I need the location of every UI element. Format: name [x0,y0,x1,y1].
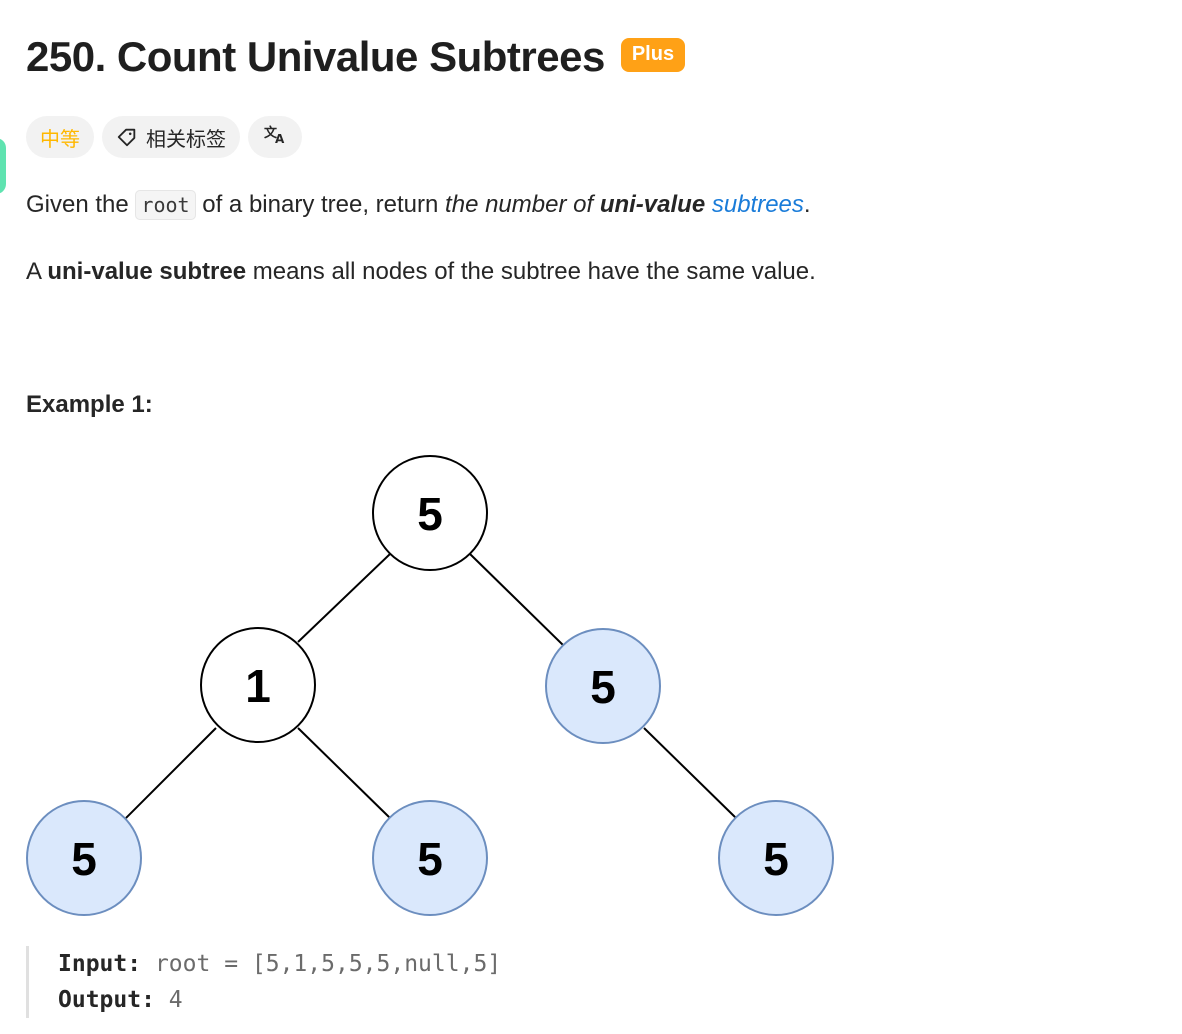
tree-node-circle [26,800,142,916]
tree-node-label: 5 [417,488,443,540]
tree-edges [125,553,737,819]
tree-node-n4: 5 [26,800,142,916]
edge-n2-n4 [125,727,217,819]
tree-node-label: 5 [417,833,443,885]
tree-node-circle [200,627,316,743]
input-value: root = [5,1,5,5,5,null,5] [154,951,502,977]
inline-code-root: root [135,190,196,220]
tree-node-circle [372,800,488,916]
desc-text: . [803,191,811,218]
desc-strong: uni-value subtree [47,258,247,285]
title-row: 250. Count Univalue Subtrees Plus [26,30,686,84]
tree-node-n3: 5 [545,628,661,744]
page-title[interactable]: 250. Count Univalue Subtrees [26,33,605,80]
desc-text: Given the [26,191,136,218]
example-code-block: Input: root = [5,1,5,5,5,null,5] Output:… [26,946,501,1018]
translate-icon: 文 A [263,123,287,151]
desc-strong: uni-value [599,191,706,218]
related-tags-button[interactable]: 相关标签 [102,116,240,158]
tree-node-n5: 5 [372,800,488,916]
tree-node-circle [545,628,661,744]
difficulty-label: 中等 [40,128,80,151]
desc-text: A [26,258,48,285]
tree-node-label: 1 [245,660,271,712]
subtrees-link[interactable]: subtrees [711,191,804,218]
tree-node-circle [718,800,834,916]
plus-badge: Plus [620,38,686,72]
tree-node-label: 5 [590,661,616,713]
example-input-line: Input: root = [5,1,5,5,5,null,5] [58,946,501,982]
example-output-line: Output: 4 [58,982,501,1018]
edge-n1-n3 [469,553,565,647]
input-label: Input: [58,951,142,977]
tree-node-label: 5 [71,833,97,885]
edge-n1-n2 [297,553,391,643]
edge-n3-n6 [643,727,737,819]
tree-diagram: 5 1 5 5 5 5 [26,455,834,916]
related-tags-label: 相关标签 [146,128,226,151]
svg-text:文: 文 [264,125,278,141]
tree-node-circle [372,455,488,571]
svg-text:A: A [275,132,285,145]
tree-node-n2: 1 [200,627,316,743]
difficulty-badge: 中等 [26,116,94,158]
desc-text: means all nodes of the subtree have the … [246,258,816,285]
tag-row: 中等 相关标签 文 A [26,116,302,158]
translate-button[interactable]: 文 A [248,116,302,158]
desc-text: of a binary tree, return [195,191,446,218]
description-paragraph-2: A uni-value subtree means all nodes of t… [26,256,816,288]
output-value: 4 [168,987,183,1013]
example-title: Example 1: [26,391,153,418]
output-label: Output: [58,987,155,1013]
description-paragraph-1: Given the root of a binary tree, return … [26,189,811,221]
desc-emphasis: the number of [445,191,600,218]
tag-icon [116,126,138,148]
tree-node-label: 5 [763,833,789,885]
tree-node-n1: 5 [372,455,488,571]
edge-n2-n5 [297,727,391,819]
left-edge-accent [0,138,6,194]
tree-node-n6: 5 [718,800,834,916]
